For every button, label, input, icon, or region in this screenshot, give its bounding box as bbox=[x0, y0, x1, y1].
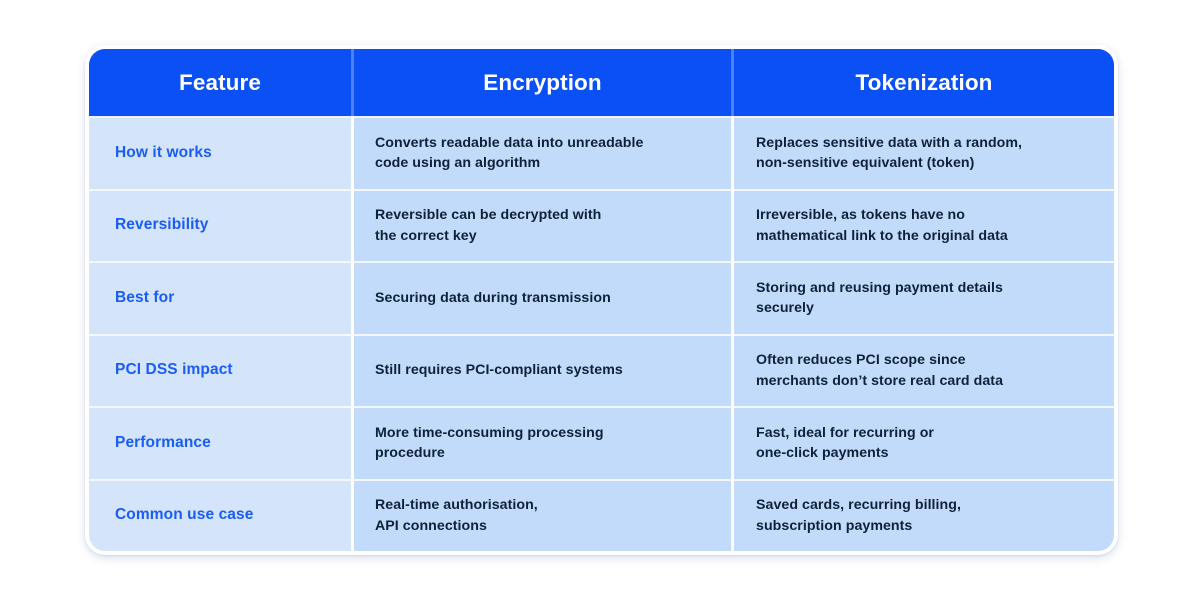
cell-text-line: subscription payments bbox=[756, 517, 913, 534]
feature-label-cell: PCI DSS impact bbox=[89, 333, 354, 406]
tokenization-cell: Fast, ideal for recurring or one-click pa… bbox=[734, 406, 1114, 479]
column-header-encryption: Encryption bbox=[354, 49, 734, 116]
tokenization-cell: Irreversible, as tokens have no mathemati… bbox=[734, 188, 1114, 261]
cell-text-line: Saved cards, recurring billing, bbox=[756, 497, 961, 514]
encryption-cell: Still requires PCI-compliant systems bbox=[354, 333, 734, 406]
cell-text-line: Irreversible, as tokens have no bbox=[756, 207, 965, 224]
cell-text-line: Still requires PCI-compliant systems bbox=[375, 362, 623, 379]
tokenization-cell: Storing and reusing payment details secur… bbox=[734, 261, 1114, 334]
cell-text-line: Often reduces PCI scope since bbox=[756, 352, 966, 369]
cell-text-line: securely bbox=[756, 300, 814, 317]
cell-text-line: non-sensitive equivalent (token) bbox=[756, 155, 975, 172]
encryption-cell: Reversible can be decrypted with the corr… bbox=[354, 188, 734, 261]
table-row: Best for Securing data during transmissio… bbox=[89, 261, 1114, 334]
cell-text-line: More time-consuming processing bbox=[375, 424, 604, 441]
encryption-cell: Converts readable data into unreadable co… bbox=[354, 116, 734, 189]
feature-label-cell: Common use case bbox=[89, 478, 354, 551]
cell-text-line: Converts readable data into unreadable bbox=[375, 134, 644, 151]
comparison-table-card: Feature Encryption Tokenization How it w… bbox=[85, 45, 1118, 555]
cell-text-line: procedure bbox=[375, 445, 445, 462]
feature-label-cell: Best for bbox=[89, 261, 354, 334]
cell-text-line: code using an algorithm bbox=[375, 155, 541, 172]
encryption-cell: Real-time authorisation, API connections bbox=[354, 478, 734, 551]
encryption-cell: More time-consuming processing procedure bbox=[354, 406, 734, 479]
encryption-cell: Securing data during transmission bbox=[354, 261, 734, 334]
table-row: PCI DSS impact Still requires PCI-complia… bbox=[89, 333, 1114, 406]
encryption-vs-tokenization-table: Feature Encryption Tokenization How it w… bbox=[89, 49, 1114, 551]
column-header-feature: Feature bbox=[89, 49, 354, 116]
feature-label-cell: How it works bbox=[89, 116, 354, 189]
column-header-tokenization: Tokenization bbox=[734, 49, 1114, 116]
cell-text-line: Real-time authorisation, bbox=[375, 497, 538, 514]
feature-label-cell: Performance bbox=[89, 406, 354, 479]
cell-text-line: Securing data during transmission bbox=[375, 289, 611, 306]
cell-text-line: Storing and reusing payment details bbox=[756, 279, 1003, 296]
table-header: Feature Encryption Tokenization bbox=[89, 49, 1114, 116]
table-row: Common use case Real-time authorisation, A… bbox=[89, 478, 1114, 551]
tokenization-cell: Replaces sensitive data with a random, no… bbox=[734, 116, 1114, 189]
cell-text-line: mathematical link to the original data bbox=[756, 227, 1008, 244]
cell-text-line: one-click payments bbox=[756, 445, 889, 462]
cell-text-line: merchants don’t store real card data bbox=[756, 372, 1004, 389]
cell-text-line: Reversible can be decrypted with bbox=[375, 207, 602, 224]
tokenization-cell: Saved cards, recurring billing, subscript… bbox=[734, 478, 1114, 551]
tokenization-cell: Often reduces PCI scope since merchants d… bbox=[734, 333, 1114, 406]
table-header-row: Feature Encryption Tokenization bbox=[89, 49, 1114, 116]
cell-text-line: the correct key bbox=[375, 227, 477, 244]
cell-text-line: API connections bbox=[375, 517, 487, 534]
cell-text-line: Fast, ideal for recurring or bbox=[756, 424, 934, 441]
cell-text-line: Replaces sensitive data with a random, bbox=[756, 134, 1023, 151]
feature-label-cell: Reversibility bbox=[89, 188, 354, 261]
